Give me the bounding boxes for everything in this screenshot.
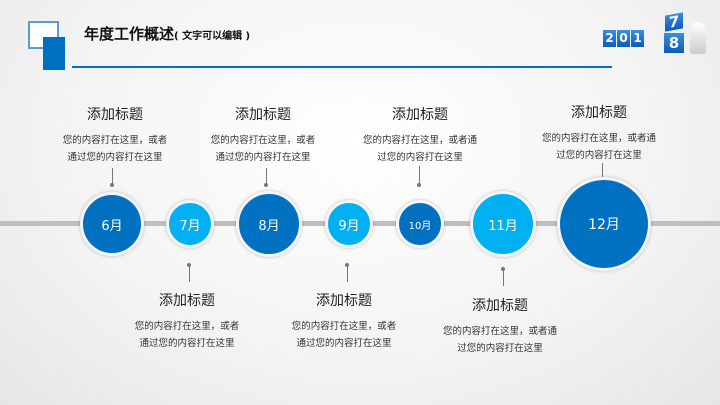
figure-mascot-icon <box>690 22 706 54</box>
month-node-12[interactable]: 12月 <box>557 177 651 271</box>
connector-line <box>503 268 504 286</box>
month-node-9[interactable]: 9月 <box>325 200 373 248</box>
block-text: 过您的内容打在这里 <box>457 343 543 354</box>
block-title: 添加标题 <box>392 107 448 123</box>
text-block-7: 添加标题您的内容打在这里，或者通过您的内容打在这里 <box>112 290 262 352</box>
connector-line <box>189 264 190 282</box>
month-label: 6月 <box>101 218 123 234</box>
connector-dot <box>417 183 421 187</box>
block-title: 添加标题 <box>87 107 143 123</box>
block-text: 通过您的内容打在这里 <box>139 338 235 349</box>
month-label: 12月 <box>588 217 620 233</box>
connector-dot <box>264 183 268 187</box>
block-text: 您的内容打在这里，或者通 <box>442 326 557 337</box>
block-text: 您的内容打在这里，或者 <box>62 135 168 146</box>
month-label: 11月 <box>488 218 518 234</box>
connector-dot <box>110 183 114 187</box>
text-block-6: 添加标题您的内容打在这里，或者通过您的内容打在这里 <box>40 104 190 166</box>
year-digit: 1 <box>631 30 644 47</box>
connector-line <box>112 168 113 184</box>
month-label: 7月 <box>179 218 201 234</box>
connector-line <box>347 264 348 282</box>
connector-line <box>602 163 603 177</box>
block-text: 过您的内容打在这里 <box>377 152 463 163</box>
connector-line <box>419 166 420 184</box>
title-subtitle: ( 文字可以编辑 ) <box>174 31 251 42</box>
block-title: 添加标题 <box>159 293 215 309</box>
block-text: 过您的内容打在这里 <box>556 150 642 161</box>
month-node-6[interactable]: 6月 <box>80 192 144 256</box>
connector-line <box>266 168 267 184</box>
year-digit: 0 <box>617 30 630 47</box>
year-flip-digit: 8 <box>664 33 684 53</box>
text-block-8: 添加标题您的内容打在这里，或者通过您的内容打在这里 <box>188 104 338 166</box>
block-title: 添加标题 <box>571 105 627 121</box>
block-title: 添加标题 <box>235 107 291 123</box>
block-title: 添加标题 <box>316 293 372 309</box>
title-underline <box>72 66 612 68</box>
page-title: 年度工作概述( 文字可以编辑 ) <box>84 23 250 44</box>
block-text: 您的内容打在这里，或者 <box>210 135 316 146</box>
block-title: 添加标题 <box>472 298 528 314</box>
month-node-11[interactable]: 11月 <box>470 191 536 257</box>
logo-square-fill <box>43 37 65 70</box>
month-label: 9月 <box>338 218 360 234</box>
year-flip-digit: 7 <box>665 12 683 32</box>
block-text: 您的内容打在这里，或者 <box>291 321 397 332</box>
text-block-11: 添加标题您的内容打在这里，或者通过您的内容打在这里 <box>425 295 575 357</box>
block-text: 通过您的内容打在这里 <box>296 338 392 349</box>
block-text: 您的内容打在这里，或者 <box>134 321 240 332</box>
block-text: 通过您的内容打在这里 <box>215 152 311 163</box>
year-digit: 2 <box>603 30 616 47</box>
month-label: 10月 <box>408 220 432 232</box>
month-node-10[interactable]: 10月 <box>396 200 444 248</box>
month-node-8[interactable]: 8月 <box>236 191 302 257</box>
text-block-9: 添加标题您的内容打在这里，或者通过您的内容打在这里 <box>269 290 419 352</box>
block-text: 您的内容打在这里，或者通 <box>541 133 656 144</box>
block-text: 通过您的内容打在这里 <box>67 152 163 163</box>
month-node-7[interactable]: 7月 <box>166 200 214 248</box>
block-text: 您的内容打在这里，或者通 <box>362 135 477 146</box>
text-block-12: 添加标题您的内容打在这里，或者通过您的内容打在这里 <box>524 102 674 164</box>
title-text: 年度工作概述 <box>84 25 175 43</box>
text-block-10: 添加标题您的内容打在这里，或者通过您的内容打在这里 <box>345 104 495 166</box>
month-label: 8月 <box>258 218 280 234</box>
